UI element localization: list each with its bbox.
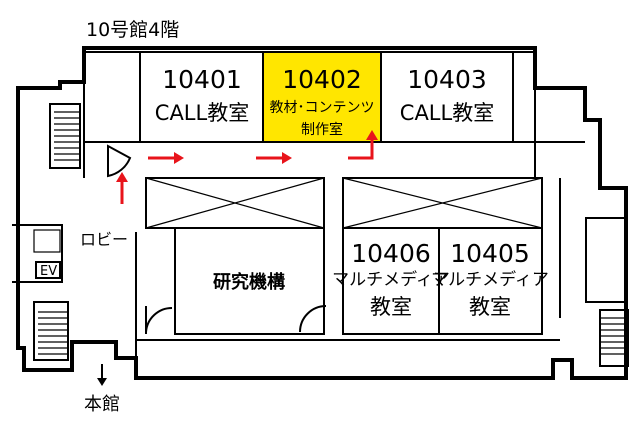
room-10402-highlight xyxy=(262,51,382,143)
stair-bottom-left xyxy=(33,301,69,361)
room-10403-number: 10403 xyxy=(407,65,487,94)
room-10406-number: 10406 xyxy=(351,239,431,268)
right-service-room xyxy=(585,217,627,303)
stair-steps-right xyxy=(600,317,626,355)
route-arrow-right-1 xyxy=(148,152,184,164)
room-10405-label: マルチメディア xyxy=(431,269,549,290)
stair-steps-bottom-left xyxy=(38,311,68,355)
door-10401 xyxy=(107,144,132,178)
void-right-x2 xyxy=(342,177,543,229)
stair-steps-top-left xyxy=(54,111,80,161)
room-10405 xyxy=(438,227,543,335)
lobby-label: ロビー xyxy=(80,230,128,249)
route-arrow-right-2 xyxy=(256,152,292,164)
ev-box xyxy=(35,261,61,279)
research-room xyxy=(174,227,325,335)
ev-inner xyxy=(33,229,61,253)
ev-label: EV xyxy=(40,264,57,279)
room-10403-label: CALL教室 xyxy=(400,101,494,125)
outer-wall xyxy=(16,46,628,380)
route-arrow-turn-up xyxy=(348,130,378,160)
floor-title: 10号館4階 xyxy=(86,19,179,41)
research-label: 研究機構 xyxy=(213,271,285,293)
down-arrow-icon xyxy=(97,364,107,386)
stair-right xyxy=(599,309,629,367)
room-10401-label: CALL教室 xyxy=(155,101,249,125)
ev-shaft xyxy=(12,224,63,283)
exit-label: 本館 xyxy=(84,394,120,415)
door-research-left xyxy=(145,306,173,333)
void-left-x2 xyxy=(145,177,325,229)
room-10406-label-2: 教室 xyxy=(370,295,412,319)
door-research-right xyxy=(299,305,327,333)
route-arrow-up xyxy=(116,172,128,204)
room-10402-label: 教材･コンテンツ xyxy=(270,100,375,116)
room-10401-number: 10401 xyxy=(162,65,242,94)
room-10405-label-2: 教室 xyxy=(469,295,511,319)
room-10406-label: マルチメディア xyxy=(332,269,450,290)
room-10402-label-2: 制作室 xyxy=(301,121,343,138)
room-10405-number: 10405 xyxy=(450,239,530,268)
room-10402-number: 10402 xyxy=(282,65,362,94)
